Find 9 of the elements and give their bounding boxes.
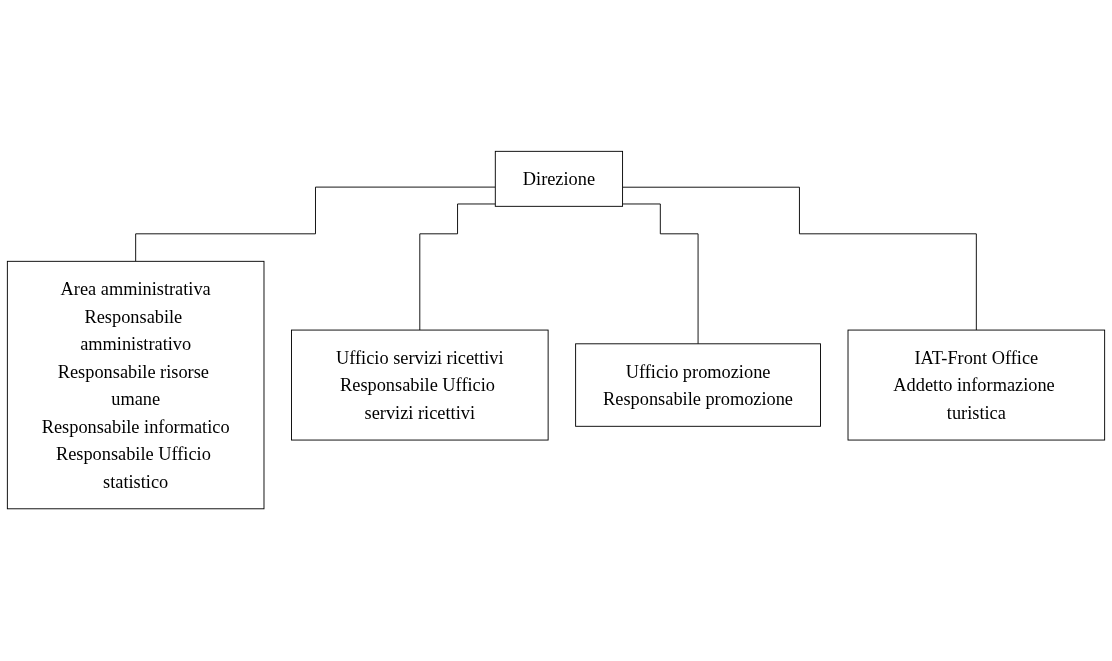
connector xyxy=(622,203,699,345)
node-box: Direzione xyxy=(494,151,624,208)
connector xyxy=(622,187,977,331)
connector xyxy=(419,203,496,331)
connector xyxy=(135,187,496,263)
node-box: Ufficio promozione Responsabile promozione xyxy=(575,343,821,428)
node-box: Ufficio servizi ricettivi Responsabile Ufficio servizi ricettivi xyxy=(291,330,549,441)
node-box: Area amministrativa Responsabile amministrativo Responsabile risorse umane Responsabile informatico Responsabile Ufficio statistico xyxy=(6,261,265,510)
node-box: IAT-Front Office Addetto informazione turistica xyxy=(847,330,1106,441)
